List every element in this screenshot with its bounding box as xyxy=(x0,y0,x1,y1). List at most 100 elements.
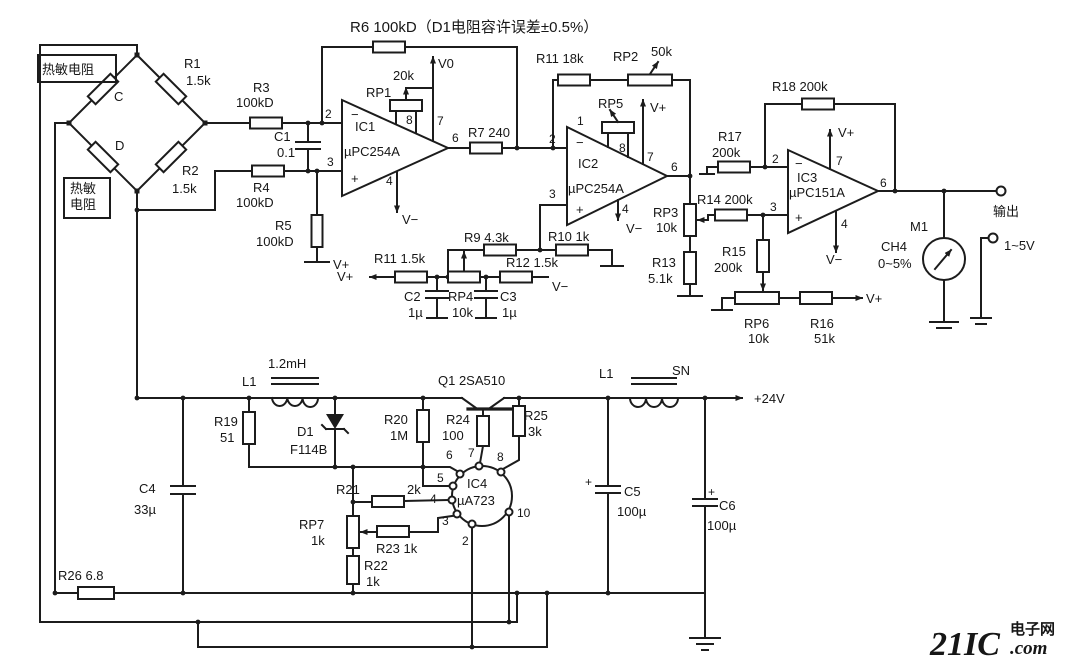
c6-plus: + xyxy=(708,485,715,499)
svg-text:IC4: IC4 xyxy=(467,476,487,491)
watermark-brand: 21IC xyxy=(929,626,1000,663)
ic3-minus: − xyxy=(795,156,803,171)
transistor-q1: Q1 2SA510 xyxy=(438,373,514,417)
svg-text:R4: R4 xyxy=(253,180,270,195)
opamp-ic2: IC2 µPC254A − + 2 3 1 8 7 6 4 RP5 V+ V− xyxy=(549,96,678,236)
resistor-r19: R19 51 xyxy=(214,411,256,445)
svg-text:RP7: RP7 xyxy=(299,517,324,532)
schematic-title: R6 100kD（D1电阻容许误差±0.5%） xyxy=(350,19,598,36)
svg-text:100: 100 xyxy=(442,428,464,443)
resistor-r1-label: R1 xyxy=(184,56,201,71)
ic4-pin7: 7 xyxy=(468,446,475,460)
svg-text:µPC254A: µPC254A xyxy=(344,144,400,159)
ic3-vminus: V− xyxy=(826,252,842,267)
svg-text:R18 200k: R18 200k xyxy=(772,79,828,94)
pot-rp2: RP2 50k xyxy=(613,44,673,87)
svg-text:R25: R25 xyxy=(524,408,548,423)
resistor-r15: R15 200k xyxy=(714,239,770,291)
svg-text:200k: 200k xyxy=(714,260,743,275)
svg-text:1.2mH: 1.2mH xyxy=(268,356,306,371)
svg-text:CH4: CH4 xyxy=(881,239,907,254)
thermistor-bottom-label-1: 热敏 xyxy=(70,181,96,196)
resistor-r13: R13 5.1k xyxy=(648,251,697,286)
svg-text:R21: R21 xyxy=(336,482,360,497)
svg-text:51: 51 xyxy=(220,430,234,445)
svg-text:10k: 10k xyxy=(748,331,769,346)
ic2-pin8: 8 xyxy=(619,141,626,155)
ic2-pin2: 2 xyxy=(549,132,556,146)
ic1-vminus: V− xyxy=(402,212,418,227)
resistor-r10-label: R10 1k xyxy=(548,229,590,244)
svg-text:µA723: µA723 xyxy=(457,493,495,508)
ic2-plus: + xyxy=(576,202,584,217)
output-terminal: 输出 xyxy=(993,185,1019,219)
ic4-pin4: 4 xyxy=(430,492,437,506)
c5-plus: + xyxy=(585,475,592,489)
watermark-tld: .com xyxy=(1010,638,1047,659)
ic1-minus: − xyxy=(351,107,359,122)
resistor-r4: R4 100kD xyxy=(236,164,285,210)
pot-rp1-value: 20k xyxy=(393,68,414,83)
svg-text:0.1: 0.1 xyxy=(277,145,295,160)
bridge-arm-d-label: D xyxy=(115,138,124,153)
filter-vplus: V+ xyxy=(337,269,353,284)
capacitor-c2-value: 1µ xyxy=(408,305,423,320)
vminus-filter: V+ R11 1.5k C2 1µ RP4 10k C3 1µ R9 4.3k … xyxy=(337,229,590,320)
svg-text:C4: C4 xyxy=(139,481,156,496)
resistor-r2-value: 1.5k xyxy=(172,181,197,196)
svg-text:R11 18k: R11 18k xyxy=(536,51,584,66)
svg-text:输出: 输出 xyxy=(993,204,1019,219)
ic3-pin4: 4 xyxy=(841,217,848,231)
ic4-pin2: 2 xyxy=(462,534,469,548)
watermark-site: 电子网 xyxy=(1010,620,1055,638)
ic2-minus: − xyxy=(576,135,584,150)
resistor-r5: R5 100kD V+ xyxy=(256,170,349,272)
svg-text:Q1 2SA510: Q1 2SA510 xyxy=(438,373,505,388)
resistor-r16: R16 51k V+ xyxy=(799,291,882,346)
ic2-pin4: 4 xyxy=(622,202,629,216)
svg-text:C6: C6 xyxy=(719,498,736,513)
svg-text:100kD: 100kD xyxy=(236,195,274,210)
ic3-pin6: 6 xyxy=(880,176,887,190)
svg-text:10k: 10k xyxy=(656,220,677,235)
svg-text:RP6: RP6 xyxy=(744,316,769,331)
v24-label: +24V xyxy=(754,391,785,406)
svg-text:0~5%: 0~5% xyxy=(878,256,912,271)
ic2-pin7: 7 xyxy=(647,150,654,164)
resistor-r26: R26 6.8 xyxy=(58,568,115,600)
capacitor-c2-label: C2 xyxy=(404,289,421,304)
ic1-pin6: 6 xyxy=(452,131,459,145)
pot-rp1-label: RP1 xyxy=(366,85,391,100)
svg-text:100µ: 100µ xyxy=(707,518,737,533)
svg-text:R22: R22 xyxy=(364,558,388,573)
resistor-r18: R18 200k xyxy=(772,79,835,111)
ic4-pin5: 5 xyxy=(437,471,444,485)
ic3-plus: + xyxy=(795,210,803,225)
vplus-label: V+ xyxy=(333,257,349,272)
resistor-r12-label: R12 1.5k xyxy=(506,255,559,270)
svg-text:R20: R20 xyxy=(384,412,408,427)
zener-d1: D1 F114B xyxy=(290,414,350,457)
capacitor-c6: + C6 100µ xyxy=(692,485,737,533)
svg-text:D1: D1 xyxy=(297,424,314,439)
resistor-r2-label: R2 xyxy=(182,163,199,178)
resistor-r1-value: 1.5k xyxy=(186,73,211,88)
capacitor-c4: C4 33µ xyxy=(134,481,196,517)
resistor-r20: R20 1M xyxy=(384,409,430,443)
svg-text:µPC151A: µPC151A xyxy=(789,185,845,200)
svg-text:3k: 3k xyxy=(528,424,542,439)
svg-text:RP2: RP2 xyxy=(613,49,638,64)
svg-text:R5: R5 xyxy=(275,218,292,233)
pot-rp6: RP6 10k xyxy=(734,291,780,346)
ic2-vplus: V+ xyxy=(650,100,666,115)
resistor-r14: R14 200k xyxy=(697,192,753,222)
rp6-vplus: V+ xyxy=(866,291,882,306)
thermistor-bridge: 热敏电阻 热敏 电阻 C D R1 1.5k R2 1.5k xyxy=(37,52,211,219)
svg-text:R3: R3 xyxy=(253,80,270,95)
bridge-arm-c-label: C xyxy=(114,89,123,104)
svg-text:100µ: 100µ xyxy=(617,504,647,519)
pot-rp7: RP7 1k xyxy=(299,515,371,549)
pot-rp4-value: 10k xyxy=(452,305,473,320)
svg-text:R7 240: R7 240 xyxy=(468,125,510,140)
svg-text:C1: C1 xyxy=(274,129,291,144)
